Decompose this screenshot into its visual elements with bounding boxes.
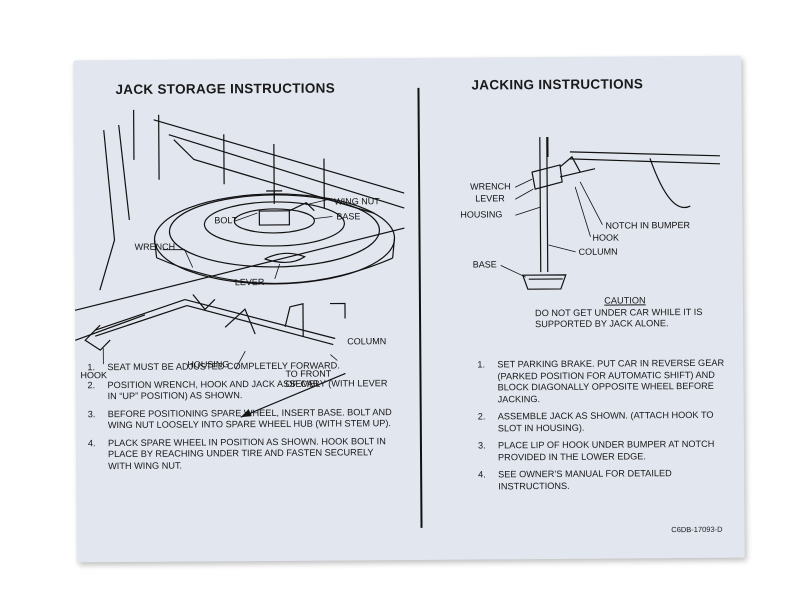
jack-storage-title: JACK STORAGE INSTRUCTIONS xyxy=(115,80,336,98)
label-housing: HOUSING xyxy=(187,359,229,369)
label-column: COLUMN xyxy=(347,336,386,346)
list-item: 3.BEFORE POSITIONING SPARE WHEEL, INSERT… xyxy=(87,406,392,431)
label-wrench: WRENCH xyxy=(135,242,176,252)
label-lever: LEVER xyxy=(235,277,265,287)
list-item: 4.PLACK SPARE WHEEL IN POSITION AS SHOWN… xyxy=(87,435,386,471)
part-number: C6DB-17093-D xyxy=(671,524,723,535)
jack-storage-illustration: BOLT WING NUT WRENCH BASE LEVER HOOK COL… xyxy=(74,109,405,418)
list-item: 4.SEE OWNER’S MANUAL FOR DETAILED INSTRU… xyxy=(478,468,672,491)
list-item: 3.PLACE LIP OF HOOK UNDER BUMPER AT NOTC… xyxy=(477,438,715,462)
label-r-base: BASE xyxy=(473,259,497,269)
label-base: BASE xyxy=(336,211,360,221)
jacking-title: JACKING INSTRUCTIONS xyxy=(471,76,644,93)
label-r-lever: LEVER xyxy=(475,193,505,203)
caution-text: DO NOT GET UNDER CAR WHILE IT IS SUPPORT… xyxy=(534,306,703,330)
label-to-front-2: OF CAR xyxy=(285,379,320,389)
list-item: 2.POSITION WRENCH, HOOK AND JACK ASSEMBL… xyxy=(87,377,388,402)
label-r-column: COLUMN xyxy=(579,247,618,257)
storage-steps: 1.SEAT MUST BE ADJUSTED COMPLETELY FORWA… xyxy=(85,360,396,478)
caution-box: CAUTION DO NOT GET UNDER CAR WHILE IT IS… xyxy=(535,295,715,331)
label-hook: HOOK xyxy=(80,370,107,380)
instruction-decal: JACK STORAGE INSTRUCTIONS JACKING INSTRU… xyxy=(73,55,745,563)
list-item: 2.ASSEMBLE JACK AS SHOWN. (ATTACH HOOK T… xyxy=(477,409,714,433)
label-r-housing: HOUSING xyxy=(460,209,502,219)
label-to-front-1: TO FRONT xyxy=(285,369,331,379)
jacking-illustration: WRENCH LEVER HOUSING NOTCH IN BUMPER HOO… xyxy=(460,137,721,290)
label-r-notch: NOTCH IN BUMPER xyxy=(605,220,690,231)
list-item: 1.SEAT MUST BE ADJUSTED COMPLETELY FORWA… xyxy=(87,360,340,373)
label-bolt: BOLT xyxy=(214,215,237,225)
label-r-hook: HOOK xyxy=(592,233,619,243)
list-item: 1.SET PARKING BRAKE. PUT CAR IN REVERSE … xyxy=(477,357,725,404)
jacking-steps: 1.SET PARKING BRAKE. PUT CAR IN REVERSE … xyxy=(475,358,731,499)
label-wing-nut: WING NUT xyxy=(334,196,380,206)
label-r-wrench: WRENCH xyxy=(470,181,511,191)
